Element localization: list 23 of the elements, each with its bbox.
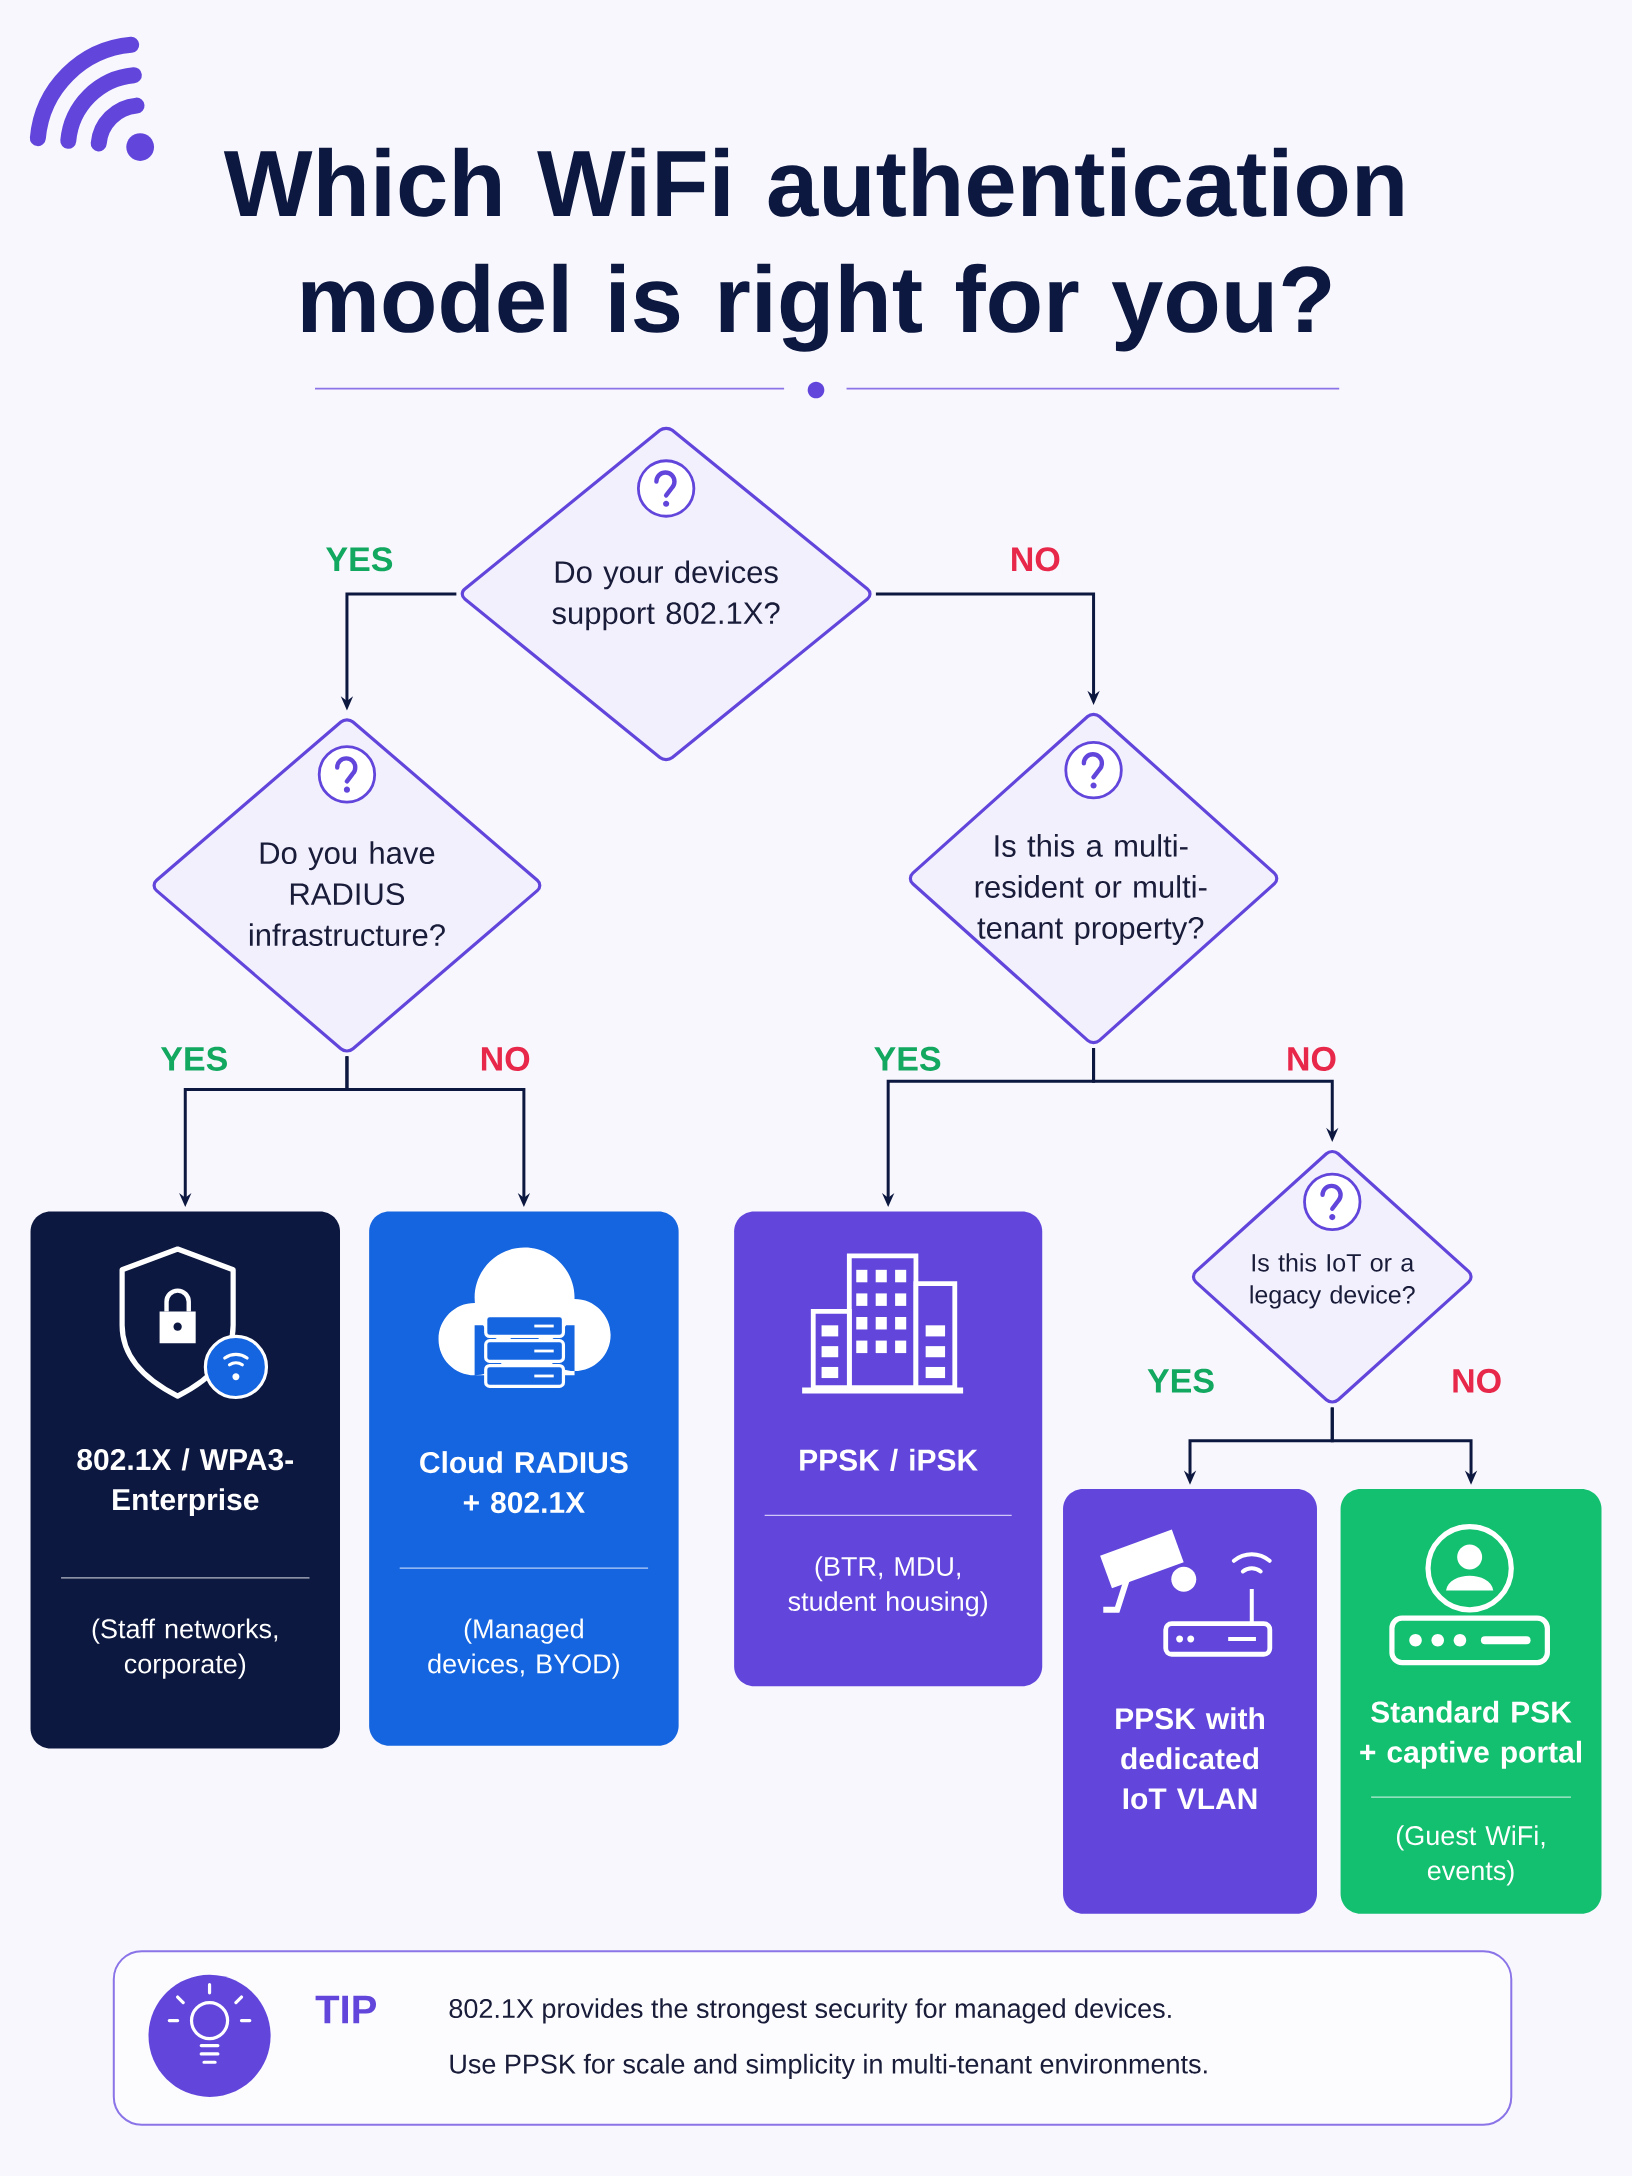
question-text: Is this a multi-resident or multi-tenant property? (975, 834, 1207, 945)
question-text: Is this IoT or a legacy device? (1250, 1253, 1415, 1309)
edge-label: NO (1449, 1366, 1505, 1395)
tip-text: 802.1X provides the strongest security for managed devices. (449, 1998, 1171, 2024)
card-title: Cloud RADIUS + 802.1X (420, 1451, 628, 1514)
card-title: PPSK with dedicated IoT VLAN (1116, 1707, 1264, 1810)
question-text: Do you have RADIUS infrastructure? (249, 841, 445, 947)
card-subtitle: (Guest WiFi, events) (1396, 1825, 1545, 1886)
edge-label: YES (158, 1044, 231, 1073)
edge-label: YES (871, 1044, 944, 1073)
card-subtitle: (Managed devices, BYOD) (428, 1618, 619, 1679)
tip-text: Use PPSK for scale and simplicity in multi-tenant environments. (450, 2053, 1207, 2079)
title: Which WiFi authentication model is right for you? (223, 147, 1403, 352)
card-title: 802.1X / WPA3-Enterprise (77, 1448, 293, 1517)
card-subtitle: (BTR, MDU, student housing) (788, 1556, 987, 1617)
card-title: Standard PSK + captive portal (1360, 1700, 1581, 1769)
tip-heading: TIP (315, 1995, 376, 2024)
question-text: Do your devices support 802.1X? (552, 560, 780, 631)
edge-label: NO (1007, 545, 1063, 574)
edge-label: YES (323, 545, 396, 574)
card-subtitle: (Staff networks, corporate) (92, 1618, 278, 1679)
edge-label: YES (1145, 1366, 1217, 1395)
card-title: PPSK / iPSK (800, 1448, 978, 1472)
